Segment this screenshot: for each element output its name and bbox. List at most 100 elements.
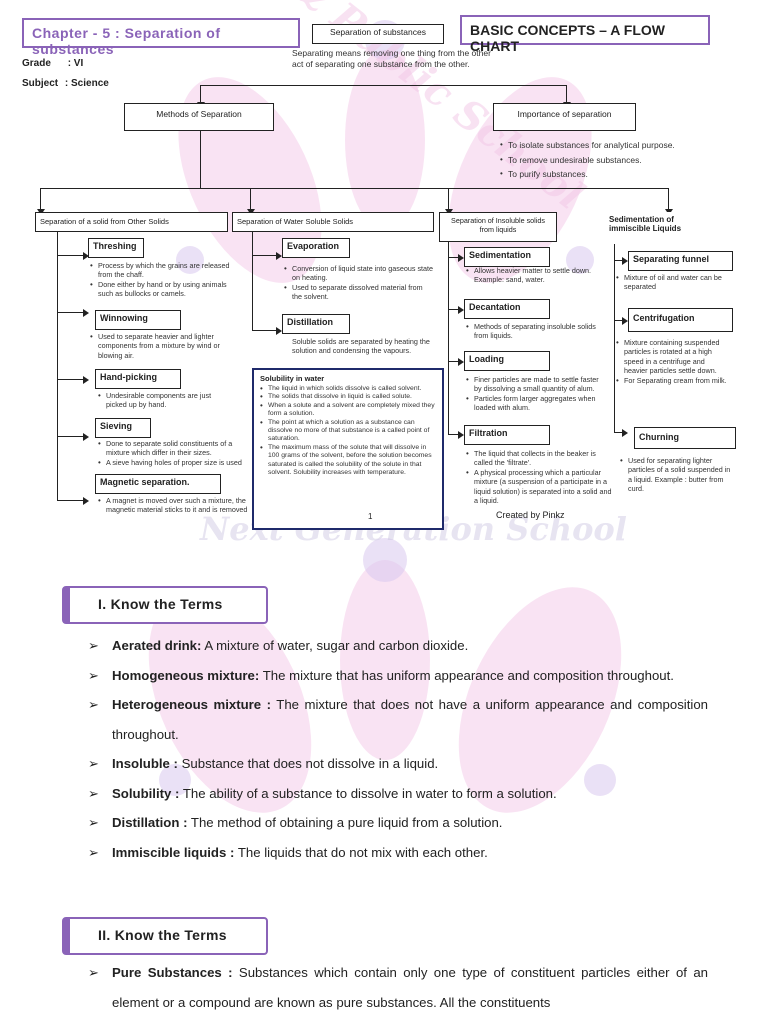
connector	[197, 85, 205, 108]
col2-header: Separation of Water Soluble Solids	[232, 212, 434, 232]
term-definition: Substances which contain only one type o…	[112, 965, 709, 1010]
connector	[445, 188, 453, 215]
filtration-node: Filtration	[464, 425, 550, 445]
funnel-points: Mixture of oil and water can be separate…	[616, 273, 728, 292]
connector	[448, 254, 464, 262]
term-definition: The mixture that has uniform appearance …	[259, 667, 674, 683]
importance-point: To isolate substances for analytical pur…	[500, 138, 730, 153]
distillation-node: Distillation	[282, 314, 350, 334]
subject-label: Subject	[22, 78, 59, 89]
filtration-point: The liquid that collects in the beaker i…	[466, 449, 614, 468]
connector	[57, 433, 89, 441]
evaporation-point: Used to separate dissolved material from…	[284, 283, 434, 302]
connector	[252, 327, 282, 335]
term-name: Immiscible liquids :	[112, 844, 235, 860]
magnetic-node: Magnetic separation.	[95, 474, 221, 494]
connector	[614, 317, 628, 325]
decantation-node: Decantation	[464, 299, 550, 319]
solubility-points: The liquid in which solids dissolve is c…	[260, 385, 436, 477]
col4-header: Sedimentation of immiscible Liquids	[605, 212, 715, 244]
filtration-points: The liquid that collects in the beaker i…	[466, 449, 614, 505]
centrifugation-point: For Separating cream from milk.	[616, 376, 728, 386]
solubility-point: The maximum mass of the solute that will…	[260, 444, 436, 478]
term-item: Homogeneous mixture: The mixture that ha…	[88, 661, 708, 691]
credit-text: Created by Pinkz	[496, 510, 565, 520]
sieving-node: Sieving	[95, 418, 151, 438]
solubility-point: The solids that dissolve in liquid is ca…	[260, 393, 436, 402]
term-item: Insoluble : Substance that does not diss…	[88, 749, 708, 779]
sieving-points: Done to separate solid constituents of a…	[98, 439, 250, 468]
centrifugation-points: Mixture containing suspended particles i…	[616, 338, 728, 385]
threshing-node: Threshing	[88, 238, 144, 258]
importance-list: To isolate substances for analytical pur…	[500, 138, 730, 182]
winnowing-points: Used to separate heavier and lighter com…	[90, 332, 235, 360]
churning-points: Used for separating lighter particles of…	[620, 456, 732, 494]
section2-heading: II. Know the Terms	[62, 917, 268, 955]
flowchart-title: BASIC CONCEPTS – A FLOW CHART	[460, 15, 710, 54]
term-name: Distillation :	[112, 815, 188, 830]
importance-point: To purify substances.	[500, 167, 730, 182]
term-definition: The mixture that does not have a uniform…	[112, 697, 708, 742]
term-name: Solubility :	[112, 785, 180, 801]
handpicking-points: Undesirable components are just picked u…	[98, 391, 228, 410]
connector	[563, 85, 571, 108]
connector	[614, 244, 615, 432]
term-name: Insoluble :	[112, 756, 178, 771]
term-item: Pure Substances : Substances which conta…	[88, 958, 708, 1017]
threshing-point: Process by which the grains are released…	[90, 261, 240, 280]
section2-terms: Pure Substances : Substances which conta…	[88, 958, 708, 1017]
evaporation-node: Evaporation	[282, 238, 350, 258]
winnowing-point: Used to separate heavier and lighter com…	[90, 332, 235, 360]
term-name: Pure Substances :	[112, 965, 233, 980]
centrifugation-node: Centrifugation	[628, 308, 733, 332]
decantation-points: Methods of separating insoluble solids f…	[466, 322, 606, 341]
connector	[448, 358, 464, 366]
sedimentation-point: Allows heavier matter to settle down. Ex…	[466, 266, 606, 285]
importance-point: To remove undesirable substances.	[500, 153, 730, 168]
solubility-point: When a solute and a solvent are complete…	[260, 402, 436, 419]
section1-terms: Aerated drink: A mixture of water, sugar…	[88, 631, 708, 867]
filtration-point: A physical processing which a particular…	[466, 468, 614, 506]
connector	[57, 232, 58, 500]
chapter-title: Chapter - 5 : Separation of substances	[22, 18, 300, 57]
definition-text: Separating means removing one thing from…	[292, 48, 532, 70]
grade-row: Grade : VI	[22, 58, 83, 69]
sedimentation-node: Sedimentation	[464, 247, 550, 267]
term-definition: Substance that does not dissolve in a li…	[177, 756, 439, 771]
solubility-point: The point at which a solution as a subst…	[260, 419, 436, 444]
definition-line-2: act of separating one substance from the…	[292, 59, 470, 69]
grade-label: Grade	[22, 58, 51, 69]
magnetic-points: A magnet is moved over such a mixture, t…	[98, 496, 248, 515]
connector	[614, 429, 628, 437]
methods-node: Methods of Separation	[124, 103, 274, 131]
connector	[252, 252, 282, 260]
term-definition: The liquids that do not mix with each ot…	[234, 844, 488, 860]
section1-heading: I. Know the Terms	[62, 586, 268, 624]
term-name: Aerated drink:	[112, 638, 202, 653]
term-item: Aerated drink: A mixture of water, sugar…	[88, 631, 708, 661]
distillation-text: Soluble solids are separated by heating …	[292, 337, 430, 356]
evaporation-points: Conversion of liquid state into gaseous …	[284, 264, 434, 302]
grade-value: : VI	[67, 58, 84, 69]
connector	[57, 309, 89, 317]
term-item: Solubility : The ability of a substance …	[88, 779, 708, 809]
term-item: Distillation : The method of obtaining a…	[88, 808, 708, 838]
evaporation-point: Conversion of liquid state into gaseous …	[284, 264, 434, 283]
term-definition: A mixture of water, sugar and carbon dio…	[201, 638, 469, 653]
term-definition: The ability of a substance to dissolve i…	[179, 785, 557, 801]
loading-points: Finer particles are made to settle faste…	[466, 375, 606, 413]
churning-point: Used for separating lighter particles of…	[620, 456, 732, 494]
connector	[57, 497, 89, 505]
connector	[665, 188, 673, 215]
subject-row: Subject : Science	[22, 78, 109, 89]
loading-node: Loading	[464, 351, 550, 371]
term-definition: The method of obtaining a pure liquid fr…	[187, 815, 503, 830]
sedimentation-points: Allows heavier matter to settle down. Ex…	[466, 266, 606, 285]
magnetic-point: A magnet is moved over such a mixture, t…	[98, 496, 248, 515]
connector	[40, 188, 668, 189]
solubility-title: Solubility in water	[260, 374, 325, 383]
connector	[57, 376, 89, 384]
solubility-point: The liquid in which solids dissolve is c…	[260, 385, 436, 394]
connector	[200, 85, 566, 86]
term-item: Heterogeneous mixture : The mixture that…	[88, 690, 708, 749]
